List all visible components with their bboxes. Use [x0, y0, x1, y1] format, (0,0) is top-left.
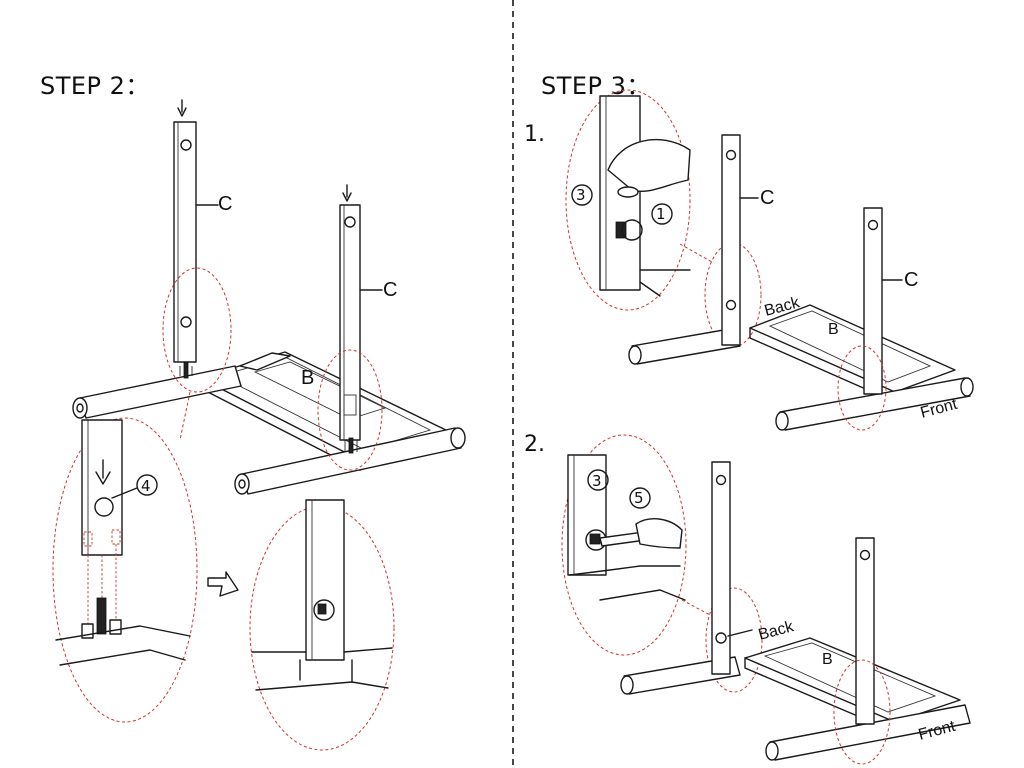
- bolt-head-icon: [615, 221, 627, 239]
- step-3-2-upright-left: [711, 461, 731, 675]
- step-3-1-label-c-right: C: [904, 269, 918, 291]
- step-3-substep-1-illustration: 3 1 C C B Back Front: [565, 89, 974, 431]
- bolt-head-icon: [317, 603, 327, 615]
- step-2-illustration: C C B: [52, 99, 466, 751]
- callout-3-number: 3: [592, 472, 602, 490]
- step-2-zoom-area-right: [317, 349, 383, 471]
- step-3-1-upright-c-left: [721, 134, 741, 346]
- down-arrow-icon: [342, 184, 352, 202]
- step-3-2-upright-right: [855, 537, 875, 725]
- step-3-2-zoom-leader: [681, 599, 713, 617]
- step-3-2-label-b: B: [822, 651, 833, 668]
- step-3-1-base-frame-b: [749, 304, 956, 393]
- hand-icon: [635, 518, 683, 549]
- step-2-zoom-area-left: [162, 267, 232, 393]
- step-3-1-zoom-area-right: [837, 345, 887, 431]
- step-3-substep-1-number: 1.: [524, 122, 545, 147]
- step-2-upright-c-left: [173, 99, 219, 379]
- step-3-1-upright-c-right: [863, 207, 883, 395]
- step-3-1-detail-knob: 3 1: [565, 89, 691, 311]
- step-2-upright-c-right: [339, 184, 383, 454]
- step-3-substep-2-illustration: 3 5 B Back Front: [561, 434, 971, 765]
- bolt-icon: [96, 597, 107, 635]
- step-3-1-zoom-area: [704, 242, 762, 348]
- step-3-2-detail-wrench: 3 5: [561, 434, 687, 656]
- step-3-substep-2-number: 2.: [524, 432, 545, 457]
- step-3-1-zoom-leader: [679, 243, 713, 263]
- callout-1-number: 1: [656, 205, 666, 223]
- step-2-title: STEP 2：: [40, 72, 150, 100]
- detail-transition-arrow-icon: [207, 571, 239, 597]
- step-3-2-base-frame-b: [744, 637, 961, 723]
- step-2-front-tube: [234, 427, 466, 495]
- step-2-detail-bolt-installed: [249, 499, 395, 751]
- hand-icon: [607, 138, 691, 192]
- knob-icon: [617, 186, 639, 198]
- step-2-detail-bolt-insertion: 4: [52, 417, 198, 723]
- callout-4-number: 4: [141, 477, 151, 495]
- step-3-2-zoom-area-right: [833, 659, 891, 765]
- step-3-2-label-back: Back: [757, 618, 797, 644]
- step-3-1-label-b: B: [828, 321, 839, 338]
- down-arrow-icon: [177, 99, 187, 117]
- down-arrow-icon: [95, 459, 111, 485]
- step-2-rear-tube: [72, 365, 242, 419]
- bolt-head-icon: [589, 533, 601, 545]
- callout-3-number: 3: [576, 186, 586, 204]
- step-2-label-c-right: C: [383, 279, 397, 301]
- step-2-label-c-left: C: [218, 193, 232, 215]
- callout-5-number: 5: [634, 489, 644, 507]
- step-3-1-label-c-left: C: [760, 187, 774, 209]
- step-3-2-zoom-area: [705, 587, 763, 693]
- step-2-zoom-leader: [179, 391, 191, 441]
- step-2-label-b: B: [301, 367, 314, 389]
